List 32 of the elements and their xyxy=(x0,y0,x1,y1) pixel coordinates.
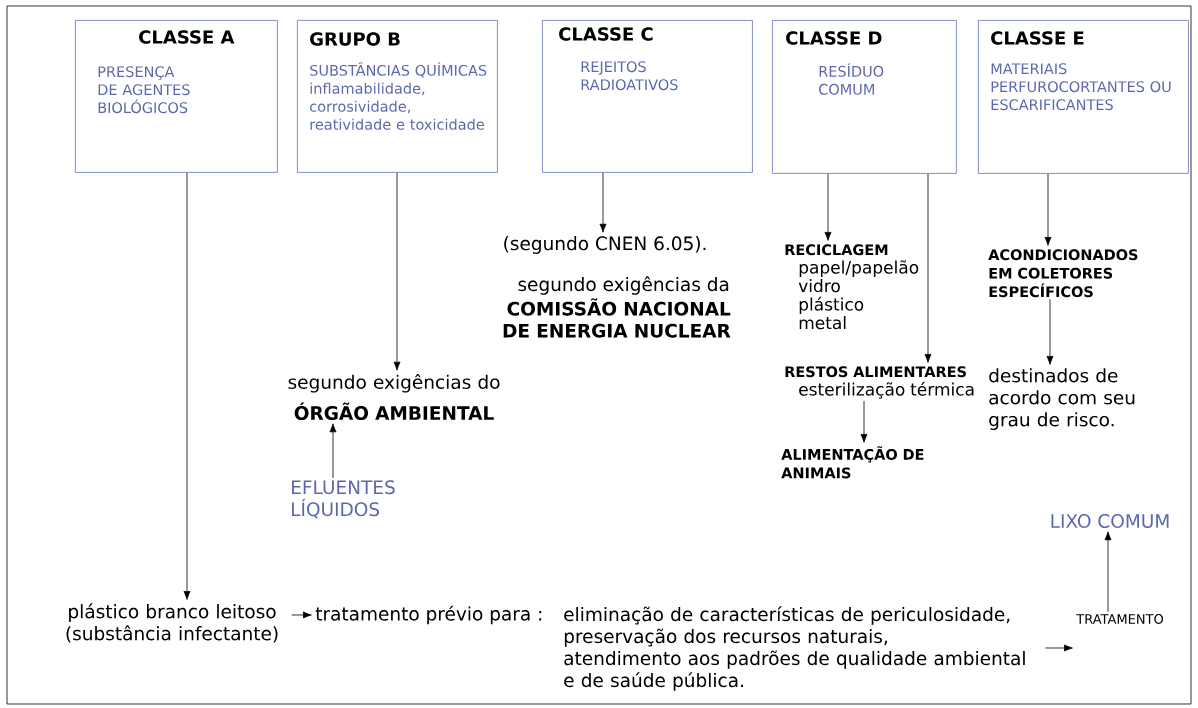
class-box: CLASSE C REJEITOS RADIOATIVOS xyxy=(542,20,753,173)
process-text: ALIMENTAÇÃO DE ANIMAIS xyxy=(781,446,924,479)
process-text: tratamento prévio para : xyxy=(315,605,542,625)
note-text: segundo exigências da xyxy=(518,276,729,295)
arrow xyxy=(183,172,191,600)
arrow xyxy=(599,172,607,233)
recycling-list: RECICLAGEM papel/papelão vidro plástico metal xyxy=(785,244,919,330)
class-box: CLASSE A PRESENÇA DE AGENTES BIOLÓGICOS xyxy=(75,20,278,173)
output-text: LIXO COMUM xyxy=(1051,514,1169,528)
process-text: segundo exigências do ÓRGÃO AMBIENTAL xyxy=(288,373,500,421)
arrow xyxy=(1045,644,1073,652)
arrow xyxy=(1044,173,1052,246)
process-text: TRATAMENTO xyxy=(1076,614,1164,624)
class-box: CLASSE E MATERIAIS PERFUROCORTANTES OU ESCARIFICANTES xyxy=(978,20,1189,174)
arrow xyxy=(860,400,868,443)
arrow xyxy=(1104,531,1112,613)
note-text: (segundo CNEN 6.05). xyxy=(504,236,706,254)
arrow xyxy=(291,611,312,619)
arrow xyxy=(924,173,932,363)
arrow xyxy=(824,173,832,241)
class-box: GRUPO B SUBSTÂNCIAS QUÍMICAS inflamabilidade, corrosividade, reatividade e toxicidade xyxy=(297,20,498,173)
arrow xyxy=(1046,298,1054,365)
input-text: EFLUENTES LÍQUIDOS xyxy=(292,480,395,519)
arrow xyxy=(393,172,401,371)
note-text: destinados de acordo com seu grau de risco. xyxy=(989,368,1135,431)
arrow xyxy=(329,423,337,479)
process-text: plástico branco leitoso (substância infectante) xyxy=(66,603,278,643)
goal-list: eliminação de características de periculosidade, preservação dos recursos naturais, atendimento aos padrões de qualidade ambiental e de saúde pública. xyxy=(564,606,1025,691)
process-text: ACONDICIONADOS EM COLETORES ESPECÍFICOS xyxy=(988,249,1138,298)
note-text: COMISSÃO NACIONAL DE ENERGIA NUCLEAR xyxy=(503,298,731,338)
class-box: CLASSE D RESÍDUO COMUM xyxy=(772,20,957,174)
process-text: RESTOS ALIMENTARES esterilização térmica xyxy=(785,366,974,399)
